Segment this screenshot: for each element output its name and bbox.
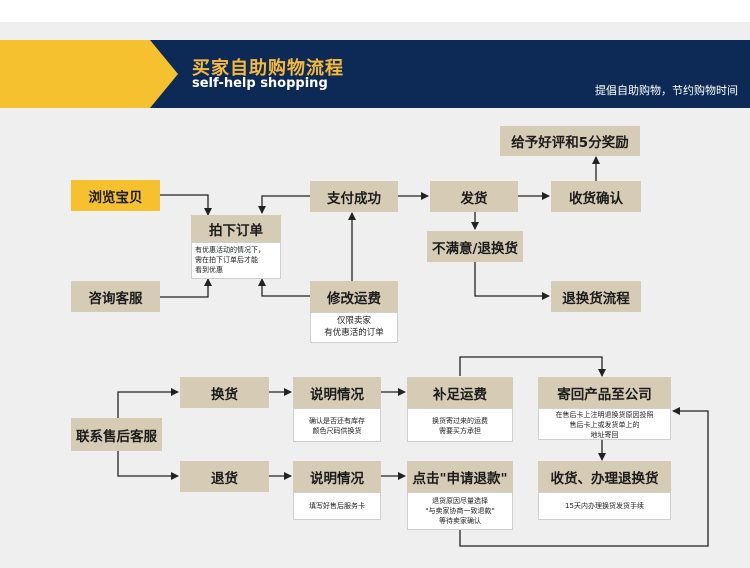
consult-service-box: 咨询客服 <box>71 281 160 312</box>
review-reward-box: 给予好评和5分奖励 <box>500 126 640 156</box>
modify-freight-note: 仅限卖家 有优惠活的订单 <box>310 312 398 343</box>
top-strip <box>0 0 750 22</box>
refund-box: 退货 <box>180 461 269 492</box>
arrow-pay-order <box>258 195 310 214</box>
arrow-contact-exchange <box>117 388 179 418</box>
send-back-note: 在售后卡上注明退换货原因投照 售后卡上或发货单上的 地址寄回 <box>538 408 671 440</box>
return-flow-box: 退换货流程 <box>551 281 641 312</box>
receive-handle-note: 15天内办理换货发货手续 <box>538 492 671 520</box>
arrow-consult-order <box>160 278 212 298</box>
place-order-box: 拍下订单 <box>191 215 281 242</box>
browse-item-box: 浏览宝贝 <box>71 180 160 211</box>
header-accent <box>0 40 178 108</box>
add-freight-box: 补足运费 <box>407 377 513 408</box>
arrow-unsatisfied-return <box>474 262 550 300</box>
add-freight-note: 换货寄过来的运费 需要买方承担 <box>407 408 513 442</box>
arrow-addfreight-sendback <box>459 356 606 377</box>
apply-refund-note: 退货原因尽量选择 "与卖家协商一致退款" 等待卖家确认 <box>407 492 513 530</box>
place-order-note: 有优惠活动的情况下， 需在拍下订单后才能 看到优惠 <box>191 242 281 279</box>
arrow-apply-sendback <box>459 407 709 547</box>
unsatisfied-return-box: 不满意/退换货 <box>427 231 523 262</box>
page-title: 买家自助购物流程 <box>192 58 344 79</box>
send-back-box: 寄回产品至公司 <box>538 377 671 408</box>
explain-refund-box: 说明情况 <box>293 461 381 492</box>
apply-refund-box: 点击"申请退款" <box>407 461 513 492</box>
receive-confirm-box: 收货确认 <box>551 181 641 212</box>
exchange-box: 换货 <box>180 377 269 408</box>
payment-success-box: 支付成功 <box>310 181 398 212</box>
receive-handle-box: 收货、办理退换货 <box>538 461 671 492</box>
explain-refund-note: 填写好售后服务卡 <box>293 492 381 520</box>
explain-exchange-note: 确认是否还有库存 颜色尺码供换货 <box>293 408 381 442</box>
header-slogan: 提倡自助购物，节约购物时间 <box>595 84 738 97</box>
arrow-modify-order <box>258 278 310 297</box>
ship-box: 发货 <box>430 181 518 212</box>
arrow-browse-order <box>160 194 212 216</box>
arrow-contact-refund <box>117 451 179 480</box>
explain-exchange-box: 说明情况 <box>293 377 381 408</box>
contact-aftersale-box: 联系售后客服 <box>71 418 162 451</box>
page-subtitle: self-help shopping <box>192 76 328 91</box>
modify-freight-box: 修改运费 <box>310 281 398 312</box>
